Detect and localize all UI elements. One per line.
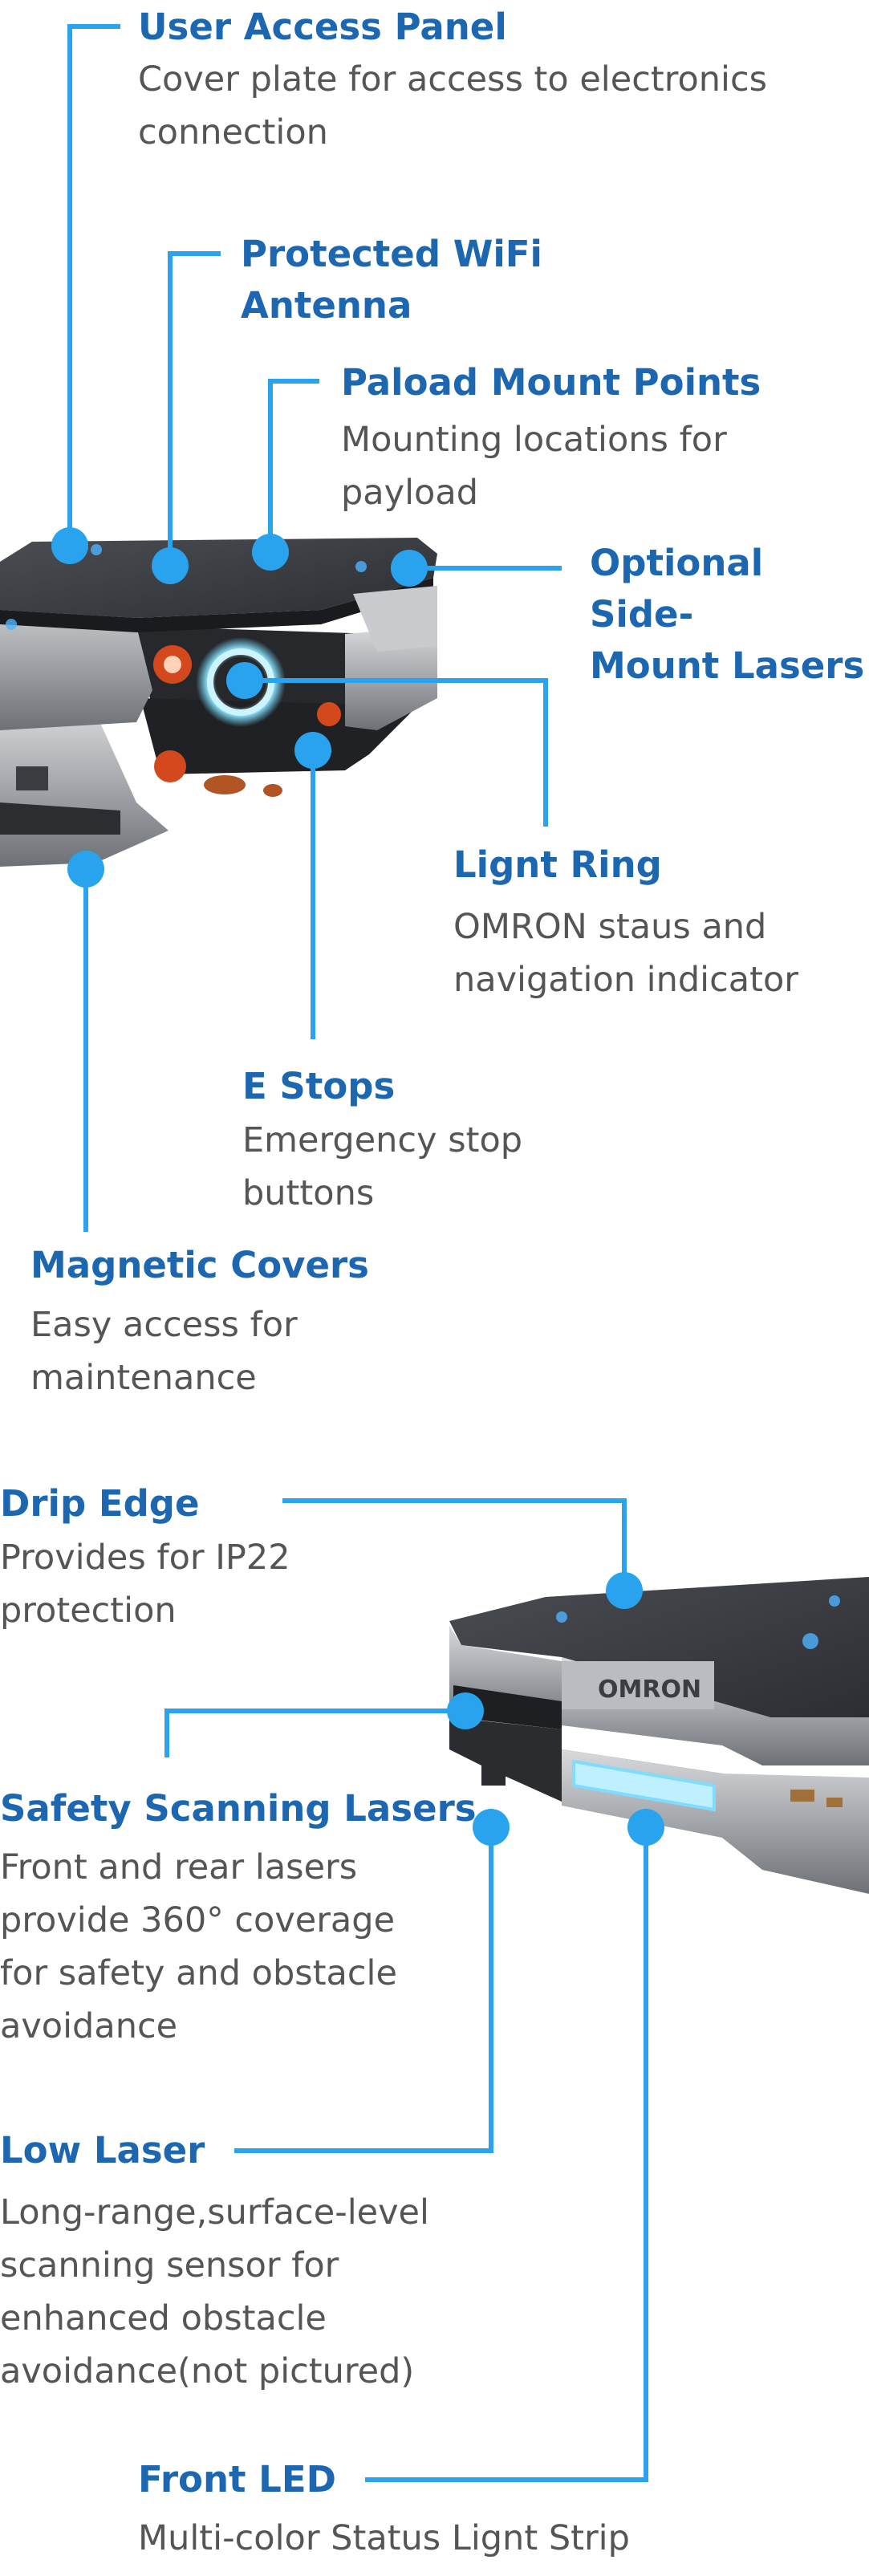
top-plate-2 xyxy=(449,1577,869,1717)
leader-dots-top xyxy=(51,527,428,888)
callout-desc-front-led: Multi-color Status Lignt Strip xyxy=(138,2518,630,2558)
callout-desc-payload-mount: Mounting locations for payload xyxy=(341,420,727,513)
callout-title-side-lasers: Optional Side- Mount Lasers xyxy=(590,542,865,687)
callout-desc-e-stops: Emergency stop buttons xyxy=(242,1120,523,1213)
leader-dots-bottom xyxy=(447,1572,664,1846)
omron-logo: OMRON xyxy=(598,1676,701,1704)
callout-title-user-access-panel: User Access Panel xyxy=(138,6,507,48)
callout-title-e-stops: E Stops xyxy=(242,1065,396,1107)
callout-desc-light-ring: OMRON staus and navigation indicator xyxy=(453,907,798,1000)
callout-title-light-ring: Lignt Ring xyxy=(453,843,662,886)
callout-desc-drip-edge: Provides for IP22 protection xyxy=(0,1538,290,1631)
robot-front-view xyxy=(0,538,437,867)
led-strip-graphic xyxy=(572,1759,716,1812)
leader-lines-top xyxy=(67,24,562,1232)
estop-button-2 xyxy=(154,750,186,782)
callout-desc-magnetic-covers: Easy access for maintenance xyxy=(30,1305,298,1398)
callout-title-safety-lasers: Safety Scanning Lasers xyxy=(0,1787,477,1830)
callout-title-front-led: Front LED xyxy=(138,2458,336,2501)
robot-side-view: OMRON xyxy=(449,1577,869,1894)
callout-desc-user-access-panel: Cover plate for access to electronics co… xyxy=(138,59,767,152)
callout-desc-low-laser: Long-range,surface-level scanning sensor… xyxy=(0,2192,429,2391)
callout-desc-safety-lasers: Front and rear lasers provide 360° cover… xyxy=(0,1847,397,2046)
callout-title-drip-edge: Drip Edge xyxy=(0,1482,200,1525)
callout-title-wifi-antenna: Protected WiFi Antenna xyxy=(241,233,542,327)
top-plate xyxy=(0,538,437,618)
callout-title-magnetic-covers: Magnetic Covers xyxy=(30,1244,369,1286)
leader-lines-bottom xyxy=(164,1498,648,2482)
callout-title-payload-mount: Paload Mount Points xyxy=(341,361,761,404)
callout-title-low-laser: Low Laser xyxy=(0,2129,205,2172)
